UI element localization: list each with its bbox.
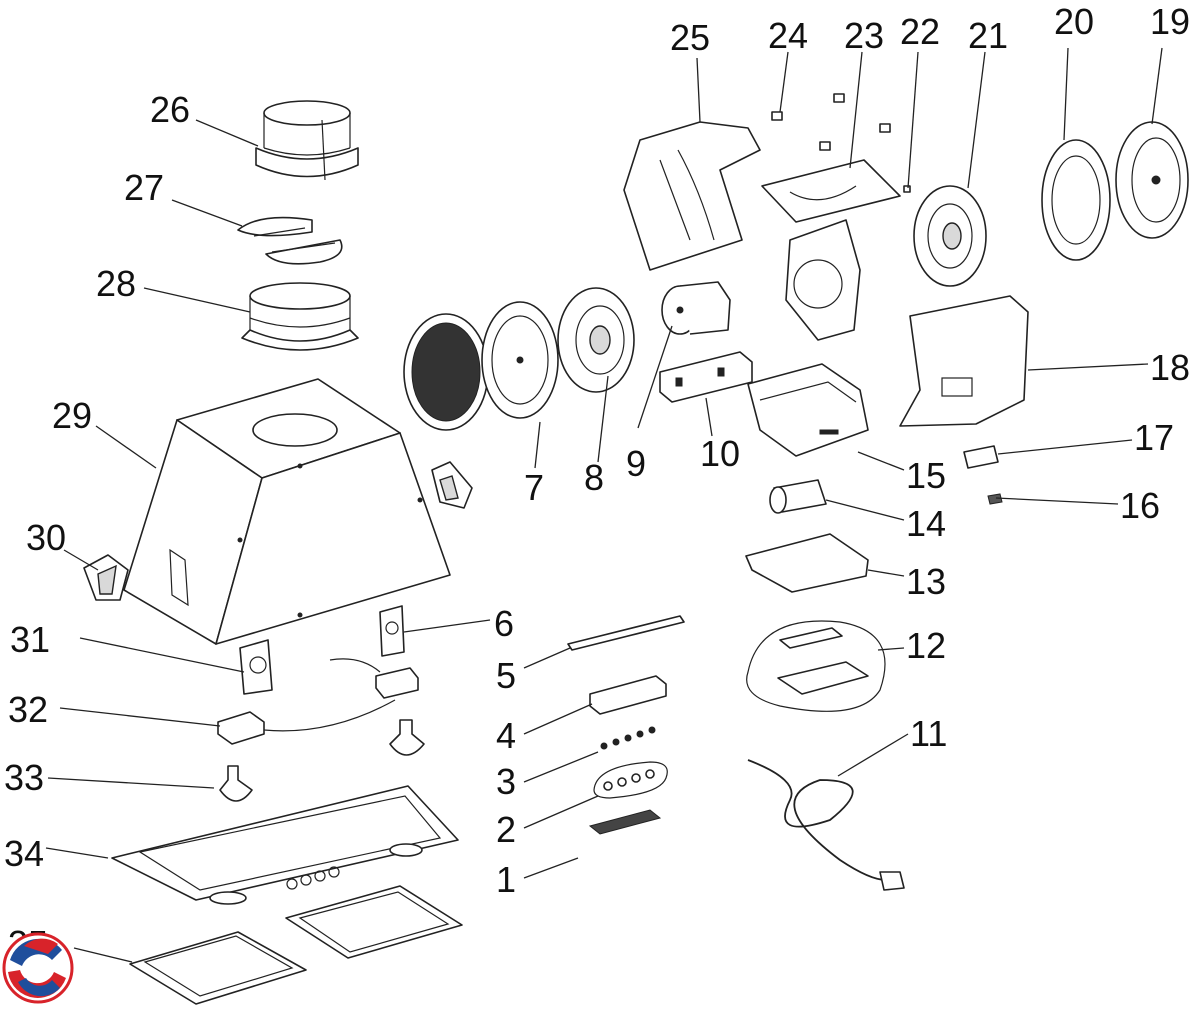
part-24-clips (771, 93, 891, 151)
part-27-damper-flaps (237, 216, 343, 265)
part-12-pcb (746, 620, 886, 712)
callout-20: 20 (1054, 1, 1094, 42)
part-33-lamp (219, 719, 425, 802)
part-5-rail (567, 615, 685, 651)
part-29-hood-body (123, 378, 451, 645)
callout-19: 19 (1150, 1, 1190, 42)
part-20-filter-housing (1041, 139, 1111, 261)
callout-9: 9 (626, 443, 646, 484)
callout-24: 24 (768, 15, 808, 56)
callout-8: 8 (584, 457, 604, 498)
part-28-ring (241, 282, 359, 351)
callout-30: 30 (26, 517, 66, 558)
part-26-duct-collar (255, 100, 359, 181)
callout-14: 14 (906, 503, 946, 544)
part-3-knobs (600, 726, 656, 750)
callout-1: 1 (496, 859, 516, 900)
part-21-blower-wheel (913, 185, 987, 287)
part-6-bracket (379, 605, 405, 657)
callout-7: 7 (524, 467, 544, 508)
part-10-cover (659, 351, 753, 403)
part-8-blower-wheel (557, 287, 635, 393)
part-25-upper-housing (623, 121, 761, 271)
part-volute-plate (785, 219, 861, 341)
part-17-bracket (963, 445, 999, 469)
part-hood-clip (431, 461, 473, 509)
part-31-bracket (239, 639, 273, 695)
brand-logo-icon (2, 932, 74, 1004)
callout-18: 18 (1150, 347, 1190, 388)
callout-33: 33 (4, 757, 44, 798)
callout-29: 29 (52, 395, 92, 436)
callout-16: 16 (1120, 485, 1160, 526)
callout-13: 13 (906, 561, 946, 602)
callout-25: 25 (670, 17, 710, 58)
callout-12: 12 (906, 625, 946, 666)
parts-drawing (83, 93, 1189, 1005)
part-34-panel-frame (111, 785, 459, 905)
callout-11: 11 (910, 713, 947, 754)
callout-32: 32 (8, 689, 48, 730)
part-7-filter-housing (403, 301, 559, 431)
part-4-box (589, 675, 667, 715)
callout-17: 17 (1134, 417, 1174, 458)
part-19-carbon-filter (1115, 121, 1189, 239)
callout-34: 34 (4, 833, 44, 874)
callout-27: 27 (124, 167, 164, 208)
callout-26: 26 (150, 89, 190, 130)
part-11-power-cord (747, 759, 905, 891)
part-15-tray (747, 363, 869, 457)
callout-15: 15 (906, 455, 946, 496)
part-30-bracket (83, 554, 129, 601)
part-35-filter (129, 885, 463, 1005)
callout-31: 31 (10, 619, 50, 660)
callout-5: 5 (496, 655, 516, 696)
callout-2: 2 (496, 809, 516, 850)
part-16-screw (987, 493, 1003, 505)
callout-4: 4 (496, 715, 516, 756)
callout-22: 22 (900, 11, 940, 52)
leader-lines (45, 47, 1163, 963)
part-18-lower-housing (899, 295, 1029, 427)
callout-10: 10 (700, 433, 740, 474)
callout-6: 6 (494, 603, 514, 644)
part-23-gasket (761, 159, 911, 223)
callout-21: 21 (968, 15, 1008, 56)
callout-3: 3 (496, 761, 516, 802)
callout-28: 28 (96, 263, 136, 304)
part-1-button-board (588, 809, 662, 835)
callout-23: 23 (844, 15, 884, 56)
part-13-lower-cover (745, 533, 869, 593)
part-32-transformer (217, 658, 419, 745)
part-2-buttons (593, 761, 668, 799)
part-14-capacitor (769, 479, 827, 514)
part-9-motor (661, 281, 731, 335)
